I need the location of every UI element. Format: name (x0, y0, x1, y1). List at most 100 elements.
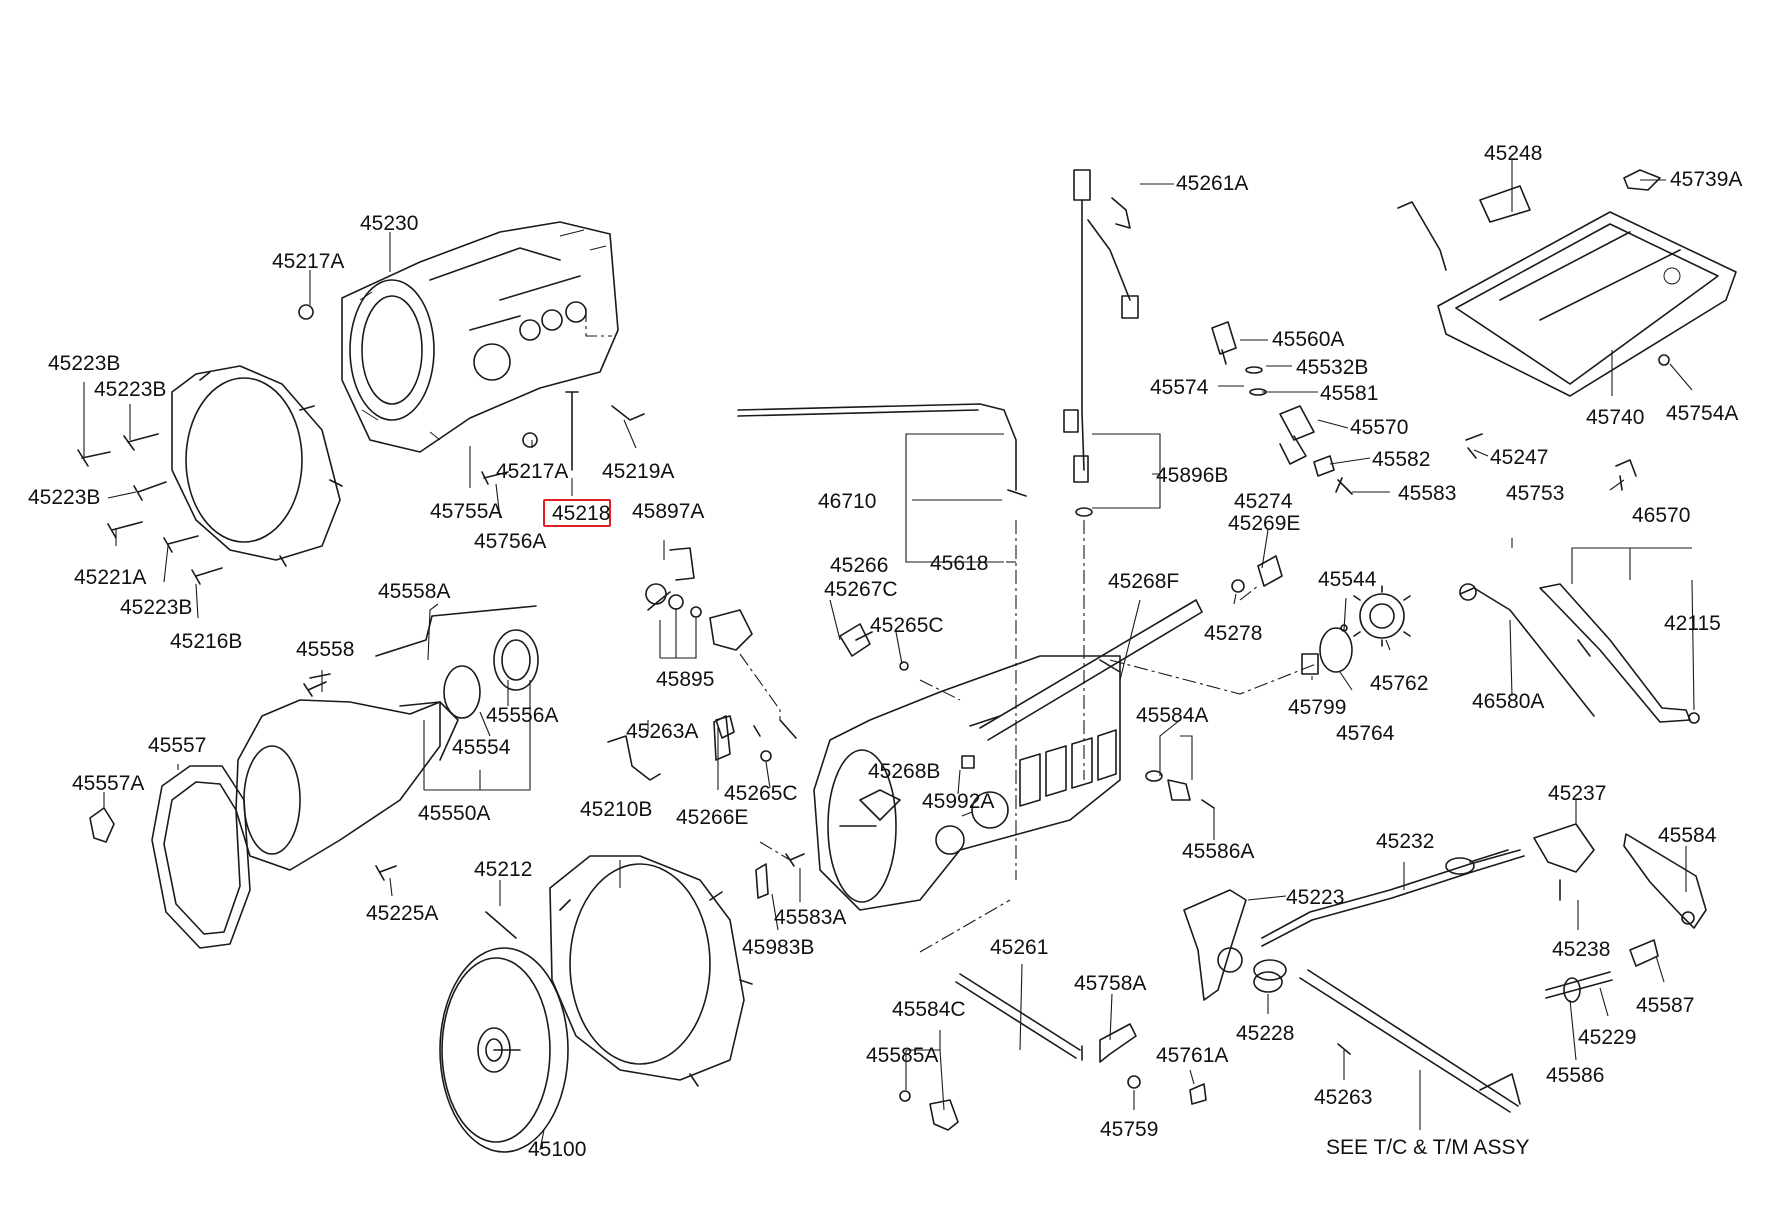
label-45756A[interactable]: 45756A (474, 530, 546, 553)
label-45228[interactable]: 45228 (1236, 1022, 1294, 1045)
label-45219A[interactable]: 45219A (602, 460, 674, 483)
label-45587[interactable]: 45587 (1636, 994, 1694, 1017)
label-45268F[interactable]: 45268F (1108, 570, 1179, 593)
label-45586A[interactable]: 45586A (1182, 840, 1254, 863)
label-45584C[interactable]: 45584C (892, 998, 966, 1021)
label-42115[interactable]: 42115 (1664, 612, 1721, 635)
small-parts-center (715, 623, 975, 769)
label-45799[interactable]: 45799 (1288, 696, 1346, 719)
label-45248[interactable]: 45248 (1484, 142, 1542, 165)
wiring-harness-45896B (1063, 169, 1139, 517)
label-45554[interactable]: 45554 (452, 736, 511, 759)
label-45759[interactable]: 45759 (1100, 1118, 1158, 1141)
label-45232[interactable]: 45232 (1376, 830, 1434, 853)
label-45212[interactable]: 45212 (474, 858, 532, 881)
label-45261[interactable]: 45261 (990, 936, 1048, 959)
label-45574[interactable]: 45574 (1150, 376, 1209, 399)
label-45740[interactable]: 45740 (1586, 406, 1644, 429)
label-45216B[interactable]: 45216B (170, 630, 242, 653)
label-45278[interactable]: 45278 (1204, 622, 1262, 645)
part-drawings (77, 169, 1737, 1153)
label-45221A[interactable]: 45221A (74, 566, 146, 589)
label-45761A[interactable]: 45761A (1156, 1044, 1228, 1067)
label-45217A-mid[interactable]: 45217A (496, 460, 568, 483)
label-45581[interactable]: 45581 (1320, 382, 1378, 405)
label-45263[interactable]: 45263 (1314, 1086, 1372, 1109)
label-45584[interactable]: 45584 (1658, 824, 1717, 847)
label-45237[interactable]: 45237 (1548, 782, 1606, 805)
label-45992A[interactable]: 45992A (922, 790, 994, 813)
bracket-45237 (1533, 823, 1707, 967)
label-45274[interactable]: 45274 (1234, 490, 1293, 513)
label-45556A[interactable]: 45556A (486, 704, 558, 727)
label-45560A[interactable]: 45560A (1272, 328, 1344, 351)
torque-converter-45100 (439, 947, 569, 1153)
highlight-box-45218 (543, 499, 611, 527)
label-45268B[interactable]: 45268B (868, 760, 940, 783)
label-45570[interactable]: 45570 (1350, 416, 1408, 439)
label-45558[interactable]: 45558 (296, 638, 354, 661)
label-45753[interactable]: 45753 (1506, 482, 1564, 505)
label-45550A[interactable]: 45550A (418, 802, 490, 825)
transmission-case-45230 (341, 221, 619, 453)
label-45247[interactable]: 45247 (1490, 446, 1548, 469)
label-45266[interactable]: 45266 (830, 554, 888, 577)
label-45758A[interactable]: 45758A (1074, 972, 1146, 995)
label-45558A[interactable]: 45558A (378, 580, 450, 603)
label-45544[interactable]: 45544 (1318, 568, 1377, 591)
label-45266E[interactable]: 45266E (676, 806, 748, 829)
label-45897A[interactable]: 45897A (632, 500, 704, 523)
transmission-assembly (813, 655, 1121, 911)
label-46710[interactable]: 46710 (818, 490, 876, 513)
label-45265C-top[interactable]: 45265C (870, 614, 944, 637)
label-45582[interactable]: 45582 (1372, 448, 1430, 471)
sensor-45586A (1145, 770, 1215, 809)
label-45739A[interactable]: 45739A (1670, 168, 1742, 191)
output-shaft-45268F (979, 555, 1283, 741)
label-46580A[interactable]: 46580A (1472, 690, 1544, 713)
label-45983B[interactable]: 45983B (742, 936, 814, 959)
label-45230[interactable]: 45230 (360, 212, 418, 235)
label-45217A-top[interactable]: 45217A (272, 250, 344, 273)
shaft-45229 (1545, 971, 1613, 1003)
label-45618[interactable]: 45618 (930, 552, 988, 575)
label-45764[interactable]: 45764 (1336, 722, 1395, 745)
gear-45762 (1301, 585, 1411, 675)
label-45210B[interactable]: 45210B (580, 798, 652, 821)
label-45223B-4[interactable]: 45223B (120, 596, 192, 619)
label-45557A[interactable]: 45557A (72, 772, 144, 795)
label-45586[interactable]: 45586 (1546, 1064, 1604, 1087)
label-45532B[interactable]: 45532B (1296, 356, 1368, 379)
oil-pan-45740 (1397, 169, 1737, 491)
converter-housing-45216B (171, 365, 343, 567)
label-45754A[interactable]: 45754A (1666, 402, 1738, 425)
label-45261A[interactable]: 45261A (1176, 172, 1248, 195)
label-45223B-3[interactable]: 45223B (28, 486, 100, 509)
bolts-45223B (77, 304, 645, 585)
label-45755A[interactable]: 45755A (430, 500, 502, 523)
label-45896B[interactable]: 45896B (1156, 464, 1228, 487)
part-labels: 45248 45739A 45261A 45230 45217A 45223B … (28, 142, 1742, 1161)
label-45223B-1[interactable]: 45223B (48, 352, 120, 375)
label-45100[interactable]: 45100 (528, 1138, 586, 1161)
label-45263A[interactable]: 45263A (626, 720, 698, 743)
label-45584A[interactable]: 45584A (1136, 704, 1208, 727)
label-45229[interactable]: 45229 (1578, 1026, 1636, 1049)
label-45218[interactable]: 45218 (552, 502, 610, 525)
label-45223[interactable]: 45223 (1286, 886, 1344, 909)
label-45269E[interactable]: 45269E (1228, 512, 1300, 535)
label-45895[interactable]: 45895 (656, 668, 714, 691)
label-45265C-mid[interactable]: 45265C (724, 782, 798, 805)
label-45762[interactable]: 45762 (1370, 672, 1428, 695)
label-45225A[interactable]: 45225A (366, 902, 438, 925)
assembly-lines (585, 308, 1317, 953)
label-45583A[interactable]: 45583A (774, 906, 846, 929)
label-45585A[interactable]: 45585A (866, 1044, 938, 1067)
label-45238[interactable]: 45238 (1552, 938, 1610, 961)
label-45557[interactable]: 45557 (148, 734, 206, 757)
label-46570[interactable]: 46570 (1632, 504, 1690, 527)
label-45583[interactable]: 45583 (1398, 482, 1456, 505)
label-45267C[interactable]: 45267C (824, 578, 898, 601)
label-45223B-2[interactable]: 45223B (94, 378, 166, 401)
